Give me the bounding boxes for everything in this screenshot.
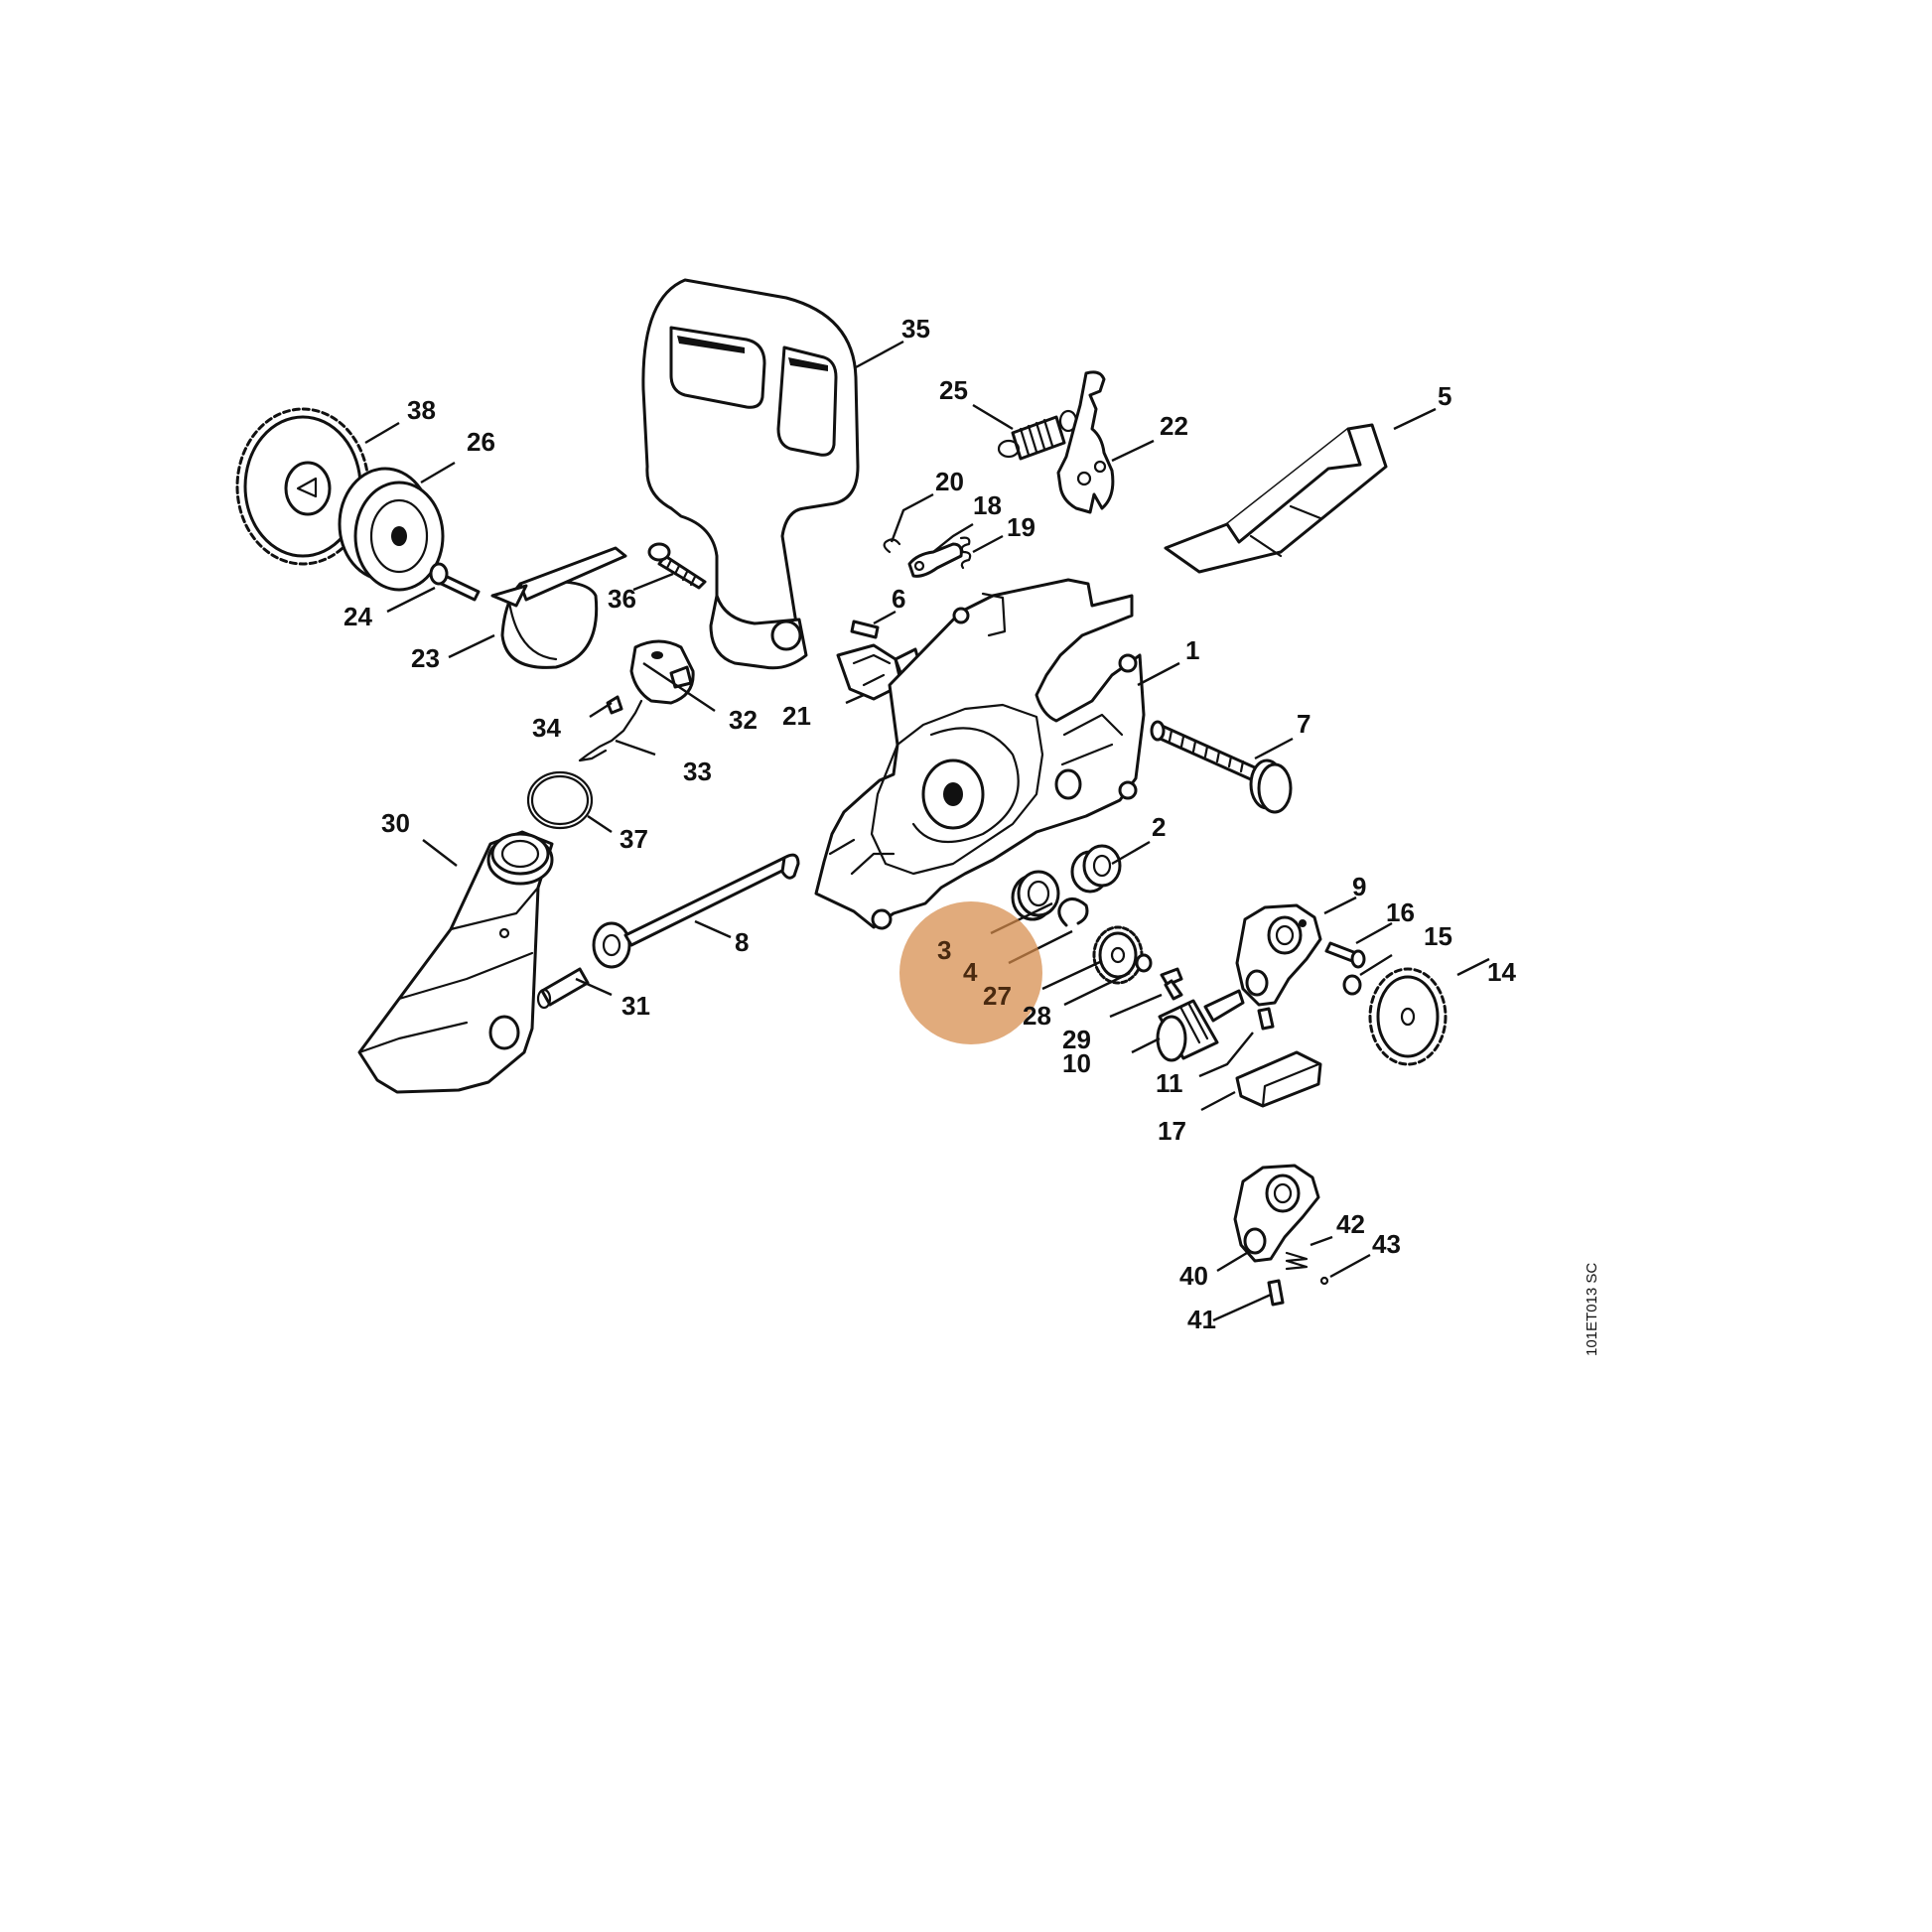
- callout-25: 25: [939, 375, 968, 405]
- cover-icon: [1235, 1050, 1322, 1108]
- callout-11: 11: [1156, 1068, 1183, 1098]
- ball-icon: [1319, 1276, 1329, 1286]
- adjuster-icon: [629, 639, 695, 705]
- callout-34: 34: [532, 713, 561, 743]
- callout-14: 14: [1487, 957, 1516, 987]
- callout-28: 28: [1023, 1001, 1051, 1031]
- callout-8: 8: [735, 927, 749, 957]
- sleeve-icon: [536, 967, 590, 1010]
- callout-18: 18: [973, 490, 1002, 520]
- callout-10: 10: [1062, 1048, 1091, 1078]
- pin-icon: [850, 620, 880, 639]
- brake-lever-icon: [1056, 370, 1115, 514]
- bar-stud-icon: [1150, 720, 1293, 814]
- drawing-reference: 101ET013 SC: [1584, 1263, 1600, 1356]
- callout-41: 41: [1187, 1305, 1216, 1334]
- bolt-icon: [429, 562, 481, 602]
- callout-43: 43: [1372, 1229, 1401, 1259]
- callout-30: 30: [381, 808, 410, 838]
- spring-icon: [959, 536, 972, 570]
- callout-31: 31: [621, 991, 650, 1021]
- callout-21: 21: [782, 701, 811, 731]
- spur-gear-icon: [1092, 925, 1144, 985]
- lever-shaft-icon: [836, 643, 921, 701]
- callout-26: 26: [467, 427, 495, 457]
- oil-tank-icon: [357, 830, 554, 1094]
- washer-icon: [1342, 974, 1362, 996]
- screw-icon: [1324, 941, 1366, 969]
- callout-19: 19: [1007, 512, 1035, 542]
- callout-38: 38: [407, 395, 436, 425]
- crankcase-icon: [814, 578, 1146, 930]
- callout-numbers: 35 25 22 5 38 26 20 18 19 36 6 24 23 1 3…: [344, 314, 1516, 1334]
- callout-15: 15: [1424, 921, 1452, 951]
- rod-icon: [592, 853, 800, 969]
- brake-band-icon: [490, 546, 627, 669]
- screw-small-icon: [1160, 967, 1183, 1001]
- callout-6: 6: [892, 584, 905, 614]
- callout-33: 33: [683, 757, 712, 786]
- oil-pump-housing-alt-icon: [1233, 1164, 1320, 1263]
- lever-icon: [907, 542, 963, 578]
- tension-spring-icon: [997, 409, 1078, 461]
- washer-icon: [1135, 953, 1153, 973]
- bush-icon: [1070, 844, 1122, 894]
- oil-pump-housing-icon: [1235, 903, 1322, 1007]
- callout-5: 5: [1438, 381, 1451, 411]
- callout-20: 20: [935, 467, 964, 496]
- callout-9: 9: [1352, 872, 1366, 901]
- callout-7: 7: [1297, 709, 1311, 739]
- spring-wire-icon: [578, 699, 643, 762]
- callout-35: 35: [901, 314, 930, 344]
- callout-2: 2: [1152, 812, 1166, 842]
- screw-icon: [606, 695, 623, 715]
- callout-40: 40: [1179, 1261, 1208, 1291]
- callout-29: 29: [1062, 1025, 1091, 1054]
- screw-icon: [647, 542, 707, 590]
- leader-lines: [364, 340, 1490, 1322]
- circlip-icon: [883, 538, 901, 554]
- callout-17: 17: [1158, 1116, 1186, 1146]
- callout-32: 32: [729, 705, 758, 735]
- worm-shaft-icon: [1156, 989, 1245, 1062]
- pin-icon: [1257, 1007, 1275, 1031]
- front-handle-guard-icon: [641, 278, 860, 670]
- callout-37: 37: [620, 824, 648, 854]
- callout-4: 4: [963, 957, 978, 987]
- o-ring-icon: [526, 770, 594, 830]
- callout-27: 27: [983, 981, 1012, 1011]
- highlight-circle: [899, 901, 1042, 1044]
- clutch-drum-icon: [338, 467, 445, 592]
- callout-23: 23: [411, 643, 440, 673]
- plate-icon: [1164, 423, 1388, 574]
- callout-22: 22: [1160, 411, 1188, 441]
- callout-16: 16: [1386, 897, 1415, 927]
- circlip-icon: [1057, 897, 1089, 927]
- callout-42: 42: [1336, 1209, 1365, 1239]
- worm-gear-icon: [1368, 967, 1448, 1066]
- callout-24: 24: [344, 602, 372, 631]
- spring-icon: [1285, 1251, 1309, 1271]
- callout-1: 1: [1185, 635, 1199, 665]
- callout-36: 36: [608, 584, 636, 614]
- pin-icon: [1267, 1279, 1285, 1307]
- callout-3: 3: [937, 935, 951, 965]
